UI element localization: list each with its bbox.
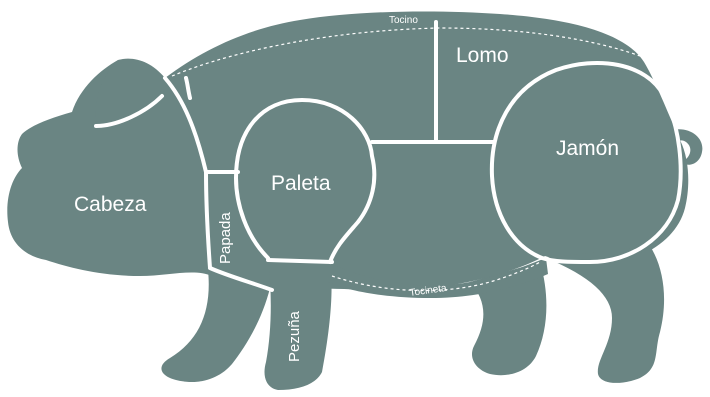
label-lomo: Lomo xyxy=(456,44,509,67)
label-pezuna: Pezuña xyxy=(286,310,303,362)
label-cabeza: Cabeza xyxy=(74,193,147,216)
pig-hind-right-leg-shape xyxy=(546,246,664,383)
label-tocino: Tocino xyxy=(389,15,418,26)
pig-front-left-leg-shape xyxy=(161,270,270,382)
label-jamon: Jamón xyxy=(556,137,619,160)
pezuna-top-line xyxy=(268,260,332,262)
label-papada: Papada xyxy=(217,212,234,264)
label-paleta: Paleta xyxy=(271,172,331,195)
